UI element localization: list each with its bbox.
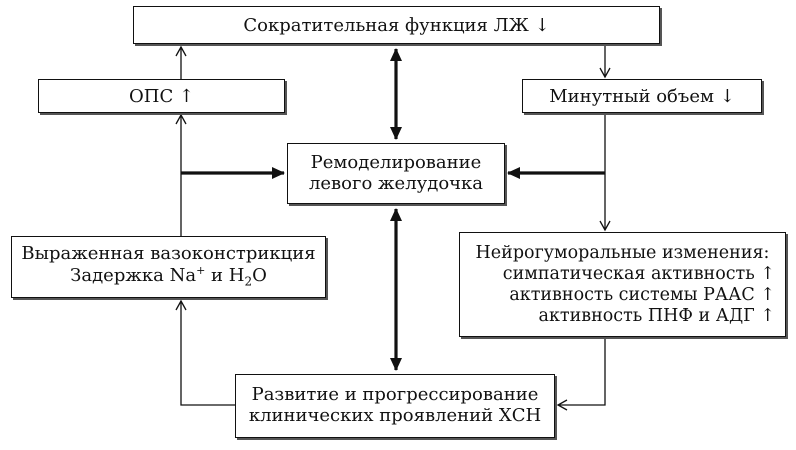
box-lv-contractility-text: Сократительная функция ЛЖ ↓ — [243, 14, 550, 36]
box-chf-progression-line1: Развитие и прогрессирование — [251, 384, 539, 406]
h2o-subscript: 2 — [244, 274, 253, 289]
box-lv-contractility: Сократительная функция ЛЖ ↓ — [133, 6, 660, 44]
na-text: Задержка Na — [70, 265, 197, 287]
box-ops: ОПС ↑ — [38, 79, 285, 113]
box-vasoconstriction-line2: Задержка Na+ и H2O — [70, 264, 267, 289]
box-vasoconstriction-line1: Выраженная вазоконстрикция — [21, 243, 316, 265]
box-ops-text: ОПС ↑ — [128, 85, 195, 107]
neurohumoral-item: активность ПНФ и АДГ ↑ — [538, 305, 775, 326]
neurohumoral-item: симпатическая активность ↑ — [502, 263, 775, 284]
neurohumoral-item: активность системы РААС ↑ — [509, 284, 775, 305]
box-lv-remodeling-line1: Ремоделирование — [310, 151, 482, 173]
box-minute-volume-text: Минутный объем ↓ — [549, 85, 735, 107]
box-chf-progression-line2: клинических проявлений ХСН — [248, 405, 542, 426]
arrow-chsn-to-vaso — [175, 299, 235, 406]
and-h-text: и H — [205, 265, 245, 287]
box-minute-volume: Минутный объем ↓ — [522, 79, 762, 113]
box-neurohumoral-changes: Нейрогуморальные изменения: симпатическа… — [459, 232, 786, 337]
o-text: O — [252, 265, 267, 287]
box-lv-remodeling: Ремоделирование левого желудочка — [287, 143, 505, 204]
na-charge: + — [196, 264, 206, 278]
box-vasoconstriction: Выраженная вазоконстрикция Задержка Na+ … — [11, 236, 326, 298]
box-chf-progression: Развитие и прогрессирование клинических … — [235, 374, 555, 438]
box-lv-remodeling-line2: левого желудочка — [308, 172, 484, 194]
neurohumoral-title: Нейрогуморальные изменения: — [475, 242, 770, 263]
arrow-neuro-to-chsn — [556, 337, 606, 411]
